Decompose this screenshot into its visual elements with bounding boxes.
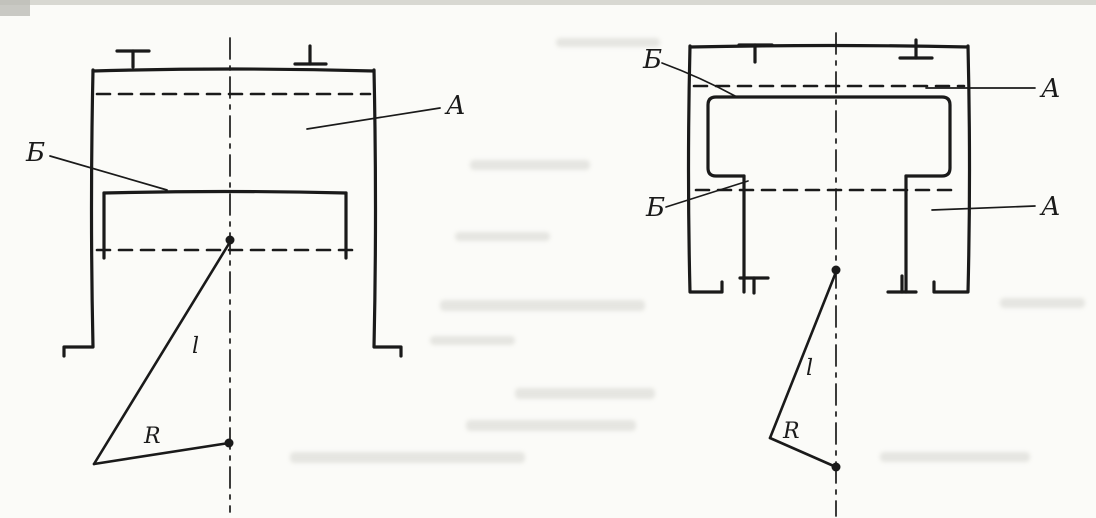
right-piston-diagram: Б А Б А l R: [642, 32, 1061, 517]
label-chamber-top-a: А: [1039, 74, 1061, 104]
leader-line-a: [306, 107, 441, 130]
label-chamber-side-a: А: [1039, 192, 1061, 222]
scan-artifact: [430, 336, 515, 345]
scan-artifact: [470, 160, 590, 170]
connecting-rod: [92, 240, 232, 466]
piston-pin-dot: [831, 265, 841, 275]
label-piston-b: Б: [25, 138, 45, 168]
leader-line-b-bottom: [665, 180, 749, 208]
label-crank-radius-r: R: [143, 424, 161, 449]
crank-center-dot: [831, 462, 841, 472]
crank-arm: [768, 436, 838, 469]
stepped-piston-outline: [694, 95, 962, 294]
scan-artifact: [880, 452, 1030, 462]
cylinder-top-line: [91, 67, 376, 73]
scan-artifact: [455, 232, 550, 241]
label-crank-radius-r: R: [782, 419, 800, 444]
label-chamber-a: А: [444, 91, 466, 121]
valve-mark-bottom-right: [886, 274, 918, 294]
label-rod-length-l: l: [806, 356, 813, 381]
connecting-rod: [768, 270, 838, 440]
cylinder-outline: [686, 43, 972, 294]
leader-line-b: [49, 155, 168, 191]
scan-artifact: [1000, 298, 1085, 308]
scan-artifact: [440, 300, 645, 311]
valve-mark-top-left: [115, 49, 151, 69]
label-piston-step-b: Б: [645, 193, 665, 223]
cylinder-left-wall: [62, 68, 95, 358]
crank-arm: [92, 441, 231, 466]
valve-mark-top-right: [293, 44, 328, 66]
cylinder-top-line: [688, 43, 970, 49]
valve-mark-top-right: [898, 38, 934, 60]
crank-center-dot: [224, 438, 234, 448]
scan-artifact: [290, 452, 525, 463]
leader-line-b-top: [661, 62, 738, 98]
cylinder-right-wall: [372, 68, 403, 358]
cylinder-left-wall: [686, 44, 724, 294]
scan-artifact: [515, 388, 655, 399]
cylinder-right-wall: [932, 44, 972, 294]
cylinder-outline: [62, 67, 403, 358]
piston-top-line: [102, 189, 348, 195]
piston-head-outline: [706, 95, 952, 178]
left-piston-diagram: А Б l R: [25, 37, 466, 513]
scan-edge-shading: [0, 0, 1096, 16]
leader-line-a-bottom: [931, 205, 1036, 211]
label-piston-top-b: Б: [642, 45, 662, 75]
piston-outline: [95, 189, 354, 260]
scan-artifact: [466, 420, 636, 431]
piston-pin-dot: [225, 235, 235, 245]
label-rod-length-l: l: [192, 334, 199, 359]
